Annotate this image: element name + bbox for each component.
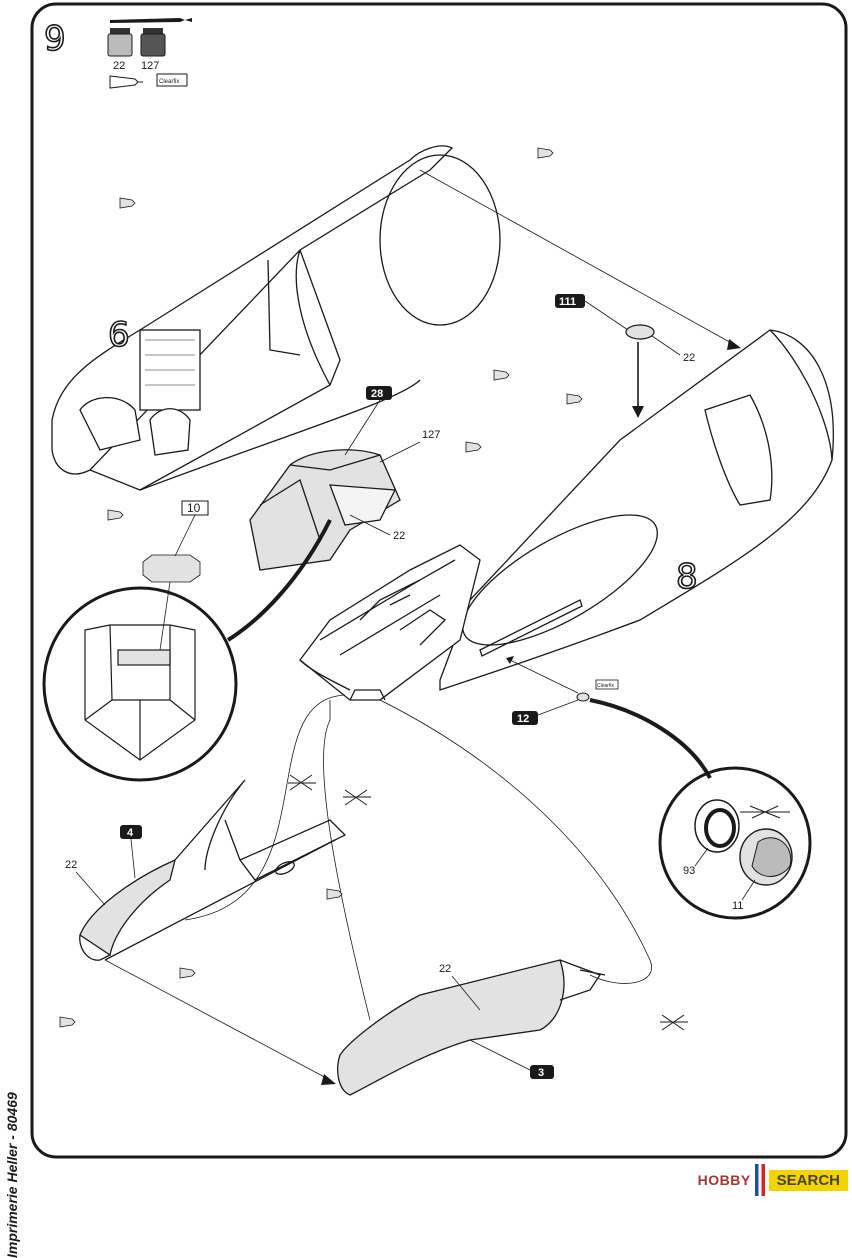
assembly-guides (104, 169, 736, 1081)
paint-code-label: 127 (141, 60, 159, 72)
lens-detail (694, 799, 793, 886)
part-tag-3: 3 (530, 1065, 554, 1079)
clearfix-icon: Clearfix (156, 73, 188, 87)
svg-text:Clearfix: Clearfix (597, 683, 614, 689)
arrow-head (506, 656, 514, 664)
do-not-glue-mark (740, 805, 790, 819)
callout-connector (589, 698, 712, 779)
color-ref-canopy: 127 (422, 429, 440, 441)
step-number: 9 (44, 19, 66, 59)
leader-line (159, 581, 171, 651)
glue-tube-icon (109, 75, 143, 89)
color-ref-lens-ring: 93 (683, 865, 695, 877)
leader-line (537, 699, 579, 716)
arrow-head (321, 1074, 336, 1085)
lens-part-small (576, 692, 590, 702)
color-ref-nose-right: 22 (439, 963, 451, 975)
clearfix-icon: Clearfix (595, 679, 619, 690)
watermark: HOBBY SEARCH (698, 1164, 848, 1196)
leader-line (130, 838, 136, 879)
color-ref-insert: 22 (683, 352, 695, 364)
color-ref-nose-left: 22 (65, 859, 77, 871)
instruction-sheet: 9 22 127 Clearfix (30, 2, 848, 1159)
arrow-head (727, 339, 741, 350)
svg-text:12: 12 (517, 713, 529, 725)
leader-line (741, 879, 756, 901)
watermark-logo: HOBBY (697, 1172, 751, 1188)
leader-line (349, 514, 391, 536)
arrow-head (632, 406, 644, 418)
leader-line (651, 335, 681, 356)
instrument-decal (142, 554, 201, 583)
imprint-text: Imprimerie Heller - 80469 (4, 1092, 20, 1258)
part-tag-12: 12 (512, 711, 538, 725)
glue-tube-icon (59, 147, 583, 1028)
paintbrush-icon (110, 18, 192, 23)
svg-text:4: 4 (127, 827, 134, 839)
svg-text:3: 3 (538, 1067, 544, 1079)
svg-text:111: 111 (559, 296, 576, 308)
part-tag-111: 111 (555, 294, 585, 308)
callout-connector (226, 519, 332, 642)
leader-line (694, 847, 709, 867)
assembly-arrow (509, 659, 579, 694)
cockpit-tub (299, 544, 481, 701)
paint-pot-icon (140, 28, 166, 57)
leader-line (379, 441, 421, 463)
flag-icon (754, 1164, 765, 1196)
leader-line (344, 399, 381, 456)
leader-line (451, 975, 481, 1011)
part-tag-4: 4 (120, 825, 142, 839)
part-number-6: 6 (108, 315, 130, 355)
svg-text:Clearfix: Clearfix (159, 79, 179, 85)
color-ref-canopy-frame: 22 (393, 530, 405, 542)
nose-left-half (79, 779, 347, 961)
cockpit-detail (84, 624, 196, 761)
canopy (249, 449, 401, 571)
watermark-search: SEARCH (768, 1169, 848, 1191)
fuselage-half-right (439, 329, 834, 691)
paint-pot-icon (107, 28, 133, 57)
part-number-8: 8 (676, 557, 698, 597)
do-not-glue-mark (288, 774, 688, 1031)
small-insert-part (625, 324, 655, 340)
leader-line (469, 1039, 531, 1071)
paint-code-label: 22 (113, 60, 125, 72)
nose-right-half (337, 959, 606, 1096)
fuselage-half-left (51, 145, 501, 491)
leader-line (75, 871, 106, 906)
color-ref-lens: 11 (732, 900, 743, 912)
page-border (30, 2, 848, 1159)
svg-text:28: 28 (371, 388, 383, 400)
part-tag-28: 28 (366, 386, 392, 400)
leader-line (584, 300, 629, 331)
leader-line (174, 514, 196, 557)
part-box-10: 10 (181, 500, 209, 516)
paint-legend: 22 127 Clearfix (107, 18, 192, 89)
svg-text:10: 10 (187, 501, 201, 515)
